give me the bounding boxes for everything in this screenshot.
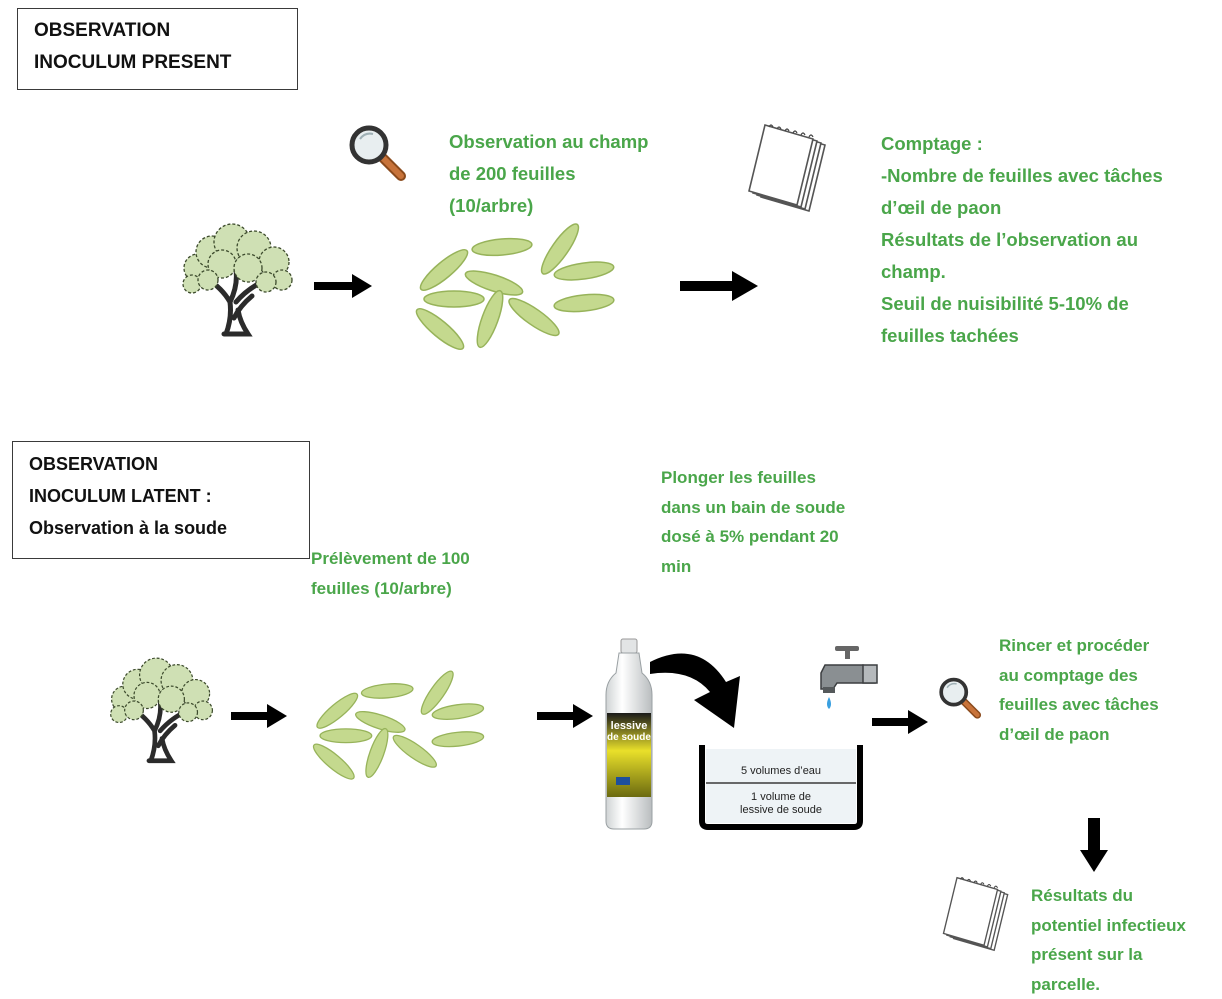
basin-bottom-label-2: lessive de soude [740, 804, 822, 816]
arrow-down [1080, 818, 1108, 872]
title-present-line-1: OBSERVATION [34, 20, 171, 41]
tree-foliage [157, 685, 186, 713]
arrow-right-2 [680, 271, 758, 301]
leaf [464, 270, 524, 296]
field-observation-text: Observation au champ de 200 feuilles (10… [449, 131, 649, 216]
magnifier-icon [939, 677, 982, 719]
leaf [431, 703, 485, 720]
notepad-icon [942, 876, 1009, 952]
leaf [360, 683, 414, 699]
tree-icon [182, 223, 293, 337]
magnifier-icon [349, 125, 406, 181]
bottle-label-line-2: de soude [607, 732, 651, 743]
result-text: Résultats du potentiel infectieux présen… [1031, 886, 1186, 994]
tree-icon [110, 657, 214, 764]
basin-top-label: 5 volumes d’eau [741, 765, 821, 777]
leaf [471, 237, 533, 257]
curved-arrow [650, 653, 740, 728]
tree-foliage [124, 700, 144, 721]
leaf [420, 670, 454, 715]
leaf [508, 297, 560, 337]
bottle-icon: lessive de soude [605, 638, 653, 830]
arrow-right-5 [872, 710, 928, 734]
leaf [316, 692, 359, 729]
title-latent-line-1: OBSERVATION [29, 454, 159, 474]
tree-foliage [233, 253, 263, 283]
tree-foliage [255, 271, 277, 293]
arrow-right-1 [314, 274, 372, 298]
tree-foliage [197, 269, 219, 291]
title-latent-line-2: INOCULUM LATENT : [29, 486, 212, 506]
basin-bottom-label-1: 1 volume de [751, 791, 811, 803]
faucet-icon [820, 646, 878, 709]
bottle-label-line-1: lessive [611, 720, 648, 732]
title-present-line-2: INOCULUM PRESENT [34, 52, 232, 73]
arrow-right-3 [231, 704, 287, 728]
leaf [319, 728, 373, 744]
title-latent-line-3: Observation à la soude [29, 518, 228, 538]
leaf [415, 308, 465, 350]
leaf [419, 249, 469, 291]
basin-icon: 5 volumes d’eau 1 volume de lessive de s… [699, 745, 863, 830]
tree-trunk [129, 698, 191, 764]
counting-text: Comptage : -Nombre de feuilles avec tâch… [881, 133, 1163, 346]
title-box-present: OBSERVATION INOCULUM PRESENT [17, 8, 298, 90]
leaf [365, 727, 389, 779]
leaf [553, 293, 615, 313]
leaf [553, 261, 615, 281]
title-box-latent: OBSERVATION INOCULUM LATENT : Observatio… [12, 441, 310, 559]
tree-foliage [178, 702, 199, 723]
rinse-text: Rincer et procéder au comptage des feuil… [999, 636, 1159, 744]
leaf [312, 743, 355, 780]
notepad-icon [748, 123, 826, 213]
leaf [476, 289, 504, 349]
tree-trunk [203, 267, 269, 337]
leaves-icon [312, 670, 485, 780]
leaf [392, 734, 437, 768]
leaf [540, 223, 580, 275]
sampling-text: Prélèvement de 100 feuilles (10/arbre) [311, 549, 470, 598]
leaves-icon [415, 223, 615, 350]
leaf [431, 731, 485, 748]
leaf [355, 710, 406, 733]
dip-text: Plonger les feuilles dans un bain de sou… [661, 468, 846, 576]
arrow-right-4 [537, 704, 593, 728]
leaf [423, 290, 485, 308]
